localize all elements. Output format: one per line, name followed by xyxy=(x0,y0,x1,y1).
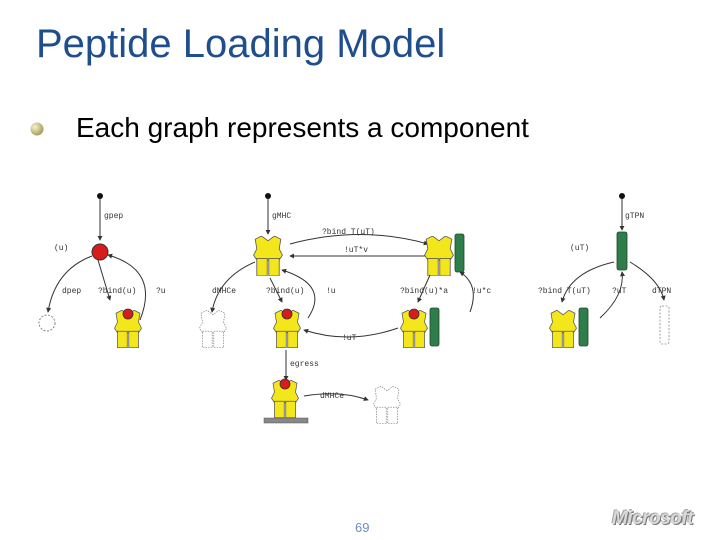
mhc-tapasin xyxy=(425,236,454,276)
bullet-icon xyxy=(30,122,44,136)
peptide-loading-diagram: gpep (u) dpep ?bind(u) ?u gMHC ?bind T(u… xyxy=(0,180,720,430)
slide-title: Peptide Loading Model xyxy=(36,22,445,67)
graph2-label-bindu: ?bind(u) xyxy=(266,287,304,296)
graph1-label-top: gpep xyxy=(104,212,123,221)
peptide-bound-1 xyxy=(123,309,133,319)
graph3-label-dTPN: dTPN xyxy=(652,287,671,296)
mhc-empty xyxy=(254,236,283,276)
graph3-label-top: gTPN xyxy=(625,212,644,221)
graph3-label-bindT: ?bind T(uT) xyxy=(538,287,591,296)
start-dot xyxy=(265,193,271,199)
tapasin-degraded xyxy=(660,306,669,344)
peptide-bound-2 xyxy=(282,309,292,319)
graph2-label-uT: !uT xyxy=(342,334,357,343)
peptide-node xyxy=(92,244,108,260)
mhc-tapasin-3 xyxy=(550,310,577,348)
peptide-bound-3 xyxy=(409,309,419,319)
graph2-label-egress: egress xyxy=(290,360,319,369)
tapasin-bar-2 xyxy=(430,308,439,346)
graph2-label-bind-a: ?bind(u)*a xyxy=(400,287,448,296)
graph3-label-right-uT: ?uT xyxy=(612,287,627,296)
graph2-label-u: !u xyxy=(326,287,336,296)
bullet-text: Each graph represents a component xyxy=(76,112,529,144)
start-dot xyxy=(619,193,625,199)
graph2-label-top: gMHC xyxy=(272,212,291,221)
dead-peptide-node xyxy=(39,315,55,331)
microsoft-logo: Microsoft xyxy=(612,508,693,530)
mhc-surface-degraded xyxy=(374,386,401,424)
graph3-label-uT: (uT) xyxy=(570,244,589,253)
graph2-label-dMHCe2: dMHCe xyxy=(320,392,344,401)
graph2-label-ucirc: !u*c xyxy=(472,287,491,296)
start-dot xyxy=(97,193,103,199)
graph-mhc: gMHC ?bind T(uT) !uT*v dMHCe ?bind(u) !u… xyxy=(200,193,492,424)
graph2-label-bindT: ?bind T(uT) xyxy=(322,228,375,237)
graph1-label-dpep: dpep xyxy=(62,287,81,296)
mhc-degraded xyxy=(200,310,227,348)
graph2-label-uTv: !uT*v xyxy=(344,246,368,255)
graph-peptide: gpep (u) dpep ?bind(u) ?u xyxy=(39,193,166,348)
cell-membrane xyxy=(264,418,308,423)
graph1-label-right: ?u xyxy=(156,287,166,296)
graph-tapasin: gTPN (uT) ?bind T(uT) ?uT dTPN xyxy=(538,193,671,348)
tapasin-bar-3 xyxy=(617,232,627,270)
graph1-label-left: (u) xyxy=(54,244,68,253)
tapasin-bar-1 xyxy=(455,234,464,272)
graph2-label-dMHC: dMHCe xyxy=(212,287,236,296)
peptide-bound-4 xyxy=(280,379,290,389)
tapasin-bar-4 xyxy=(579,308,588,346)
page-number: 69 xyxy=(355,520,369,535)
graph1-label-bind: ?bind(u) xyxy=(98,287,136,296)
